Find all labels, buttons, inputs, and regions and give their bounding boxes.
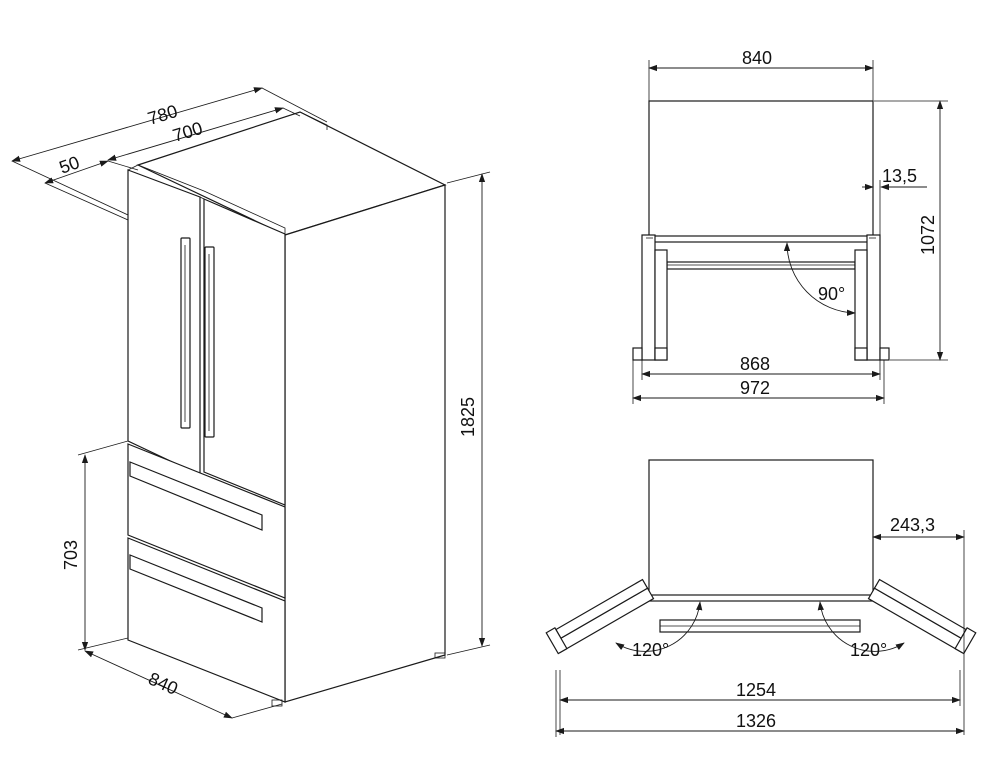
- dim-height-drawers: 703: [61, 540, 81, 570]
- dim-outer-width-120: 1326: [736, 711, 776, 731]
- perspective-view: 780 700 50 1825 703 840: [11, 87, 491, 719]
- dim-depth-open: 1072: [918, 215, 938, 255]
- dim-inner-width-90: 868: [740, 354, 770, 374]
- angle-120-left: 120°: [632, 640, 669, 660]
- cabinet-top-120: [648, 459, 874, 601]
- dim-width-top: 840: [742, 48, 772, 68]
- left-door-open-90: [641, 234, 656, 361]
- top-view-120: 120° 120° 243,3 1254 1326: [545, 459, 977, 737]
- angle-120-right: 120°: [850, 640, 887, 660]
- right-door-open-90: [866, 234, 881, 361]
- dim-depth-cabinet: 700: [170, 118, 205, 146]
- dim-depth-door: 50: [57, 152, 83, 178]
- dim-inner-width-120: 1254: [736, 680, 776, 700]
- upper-drawer-handle: [129, 461, 263, 531]
- fridge-right-door: [203, 198, 286, 506]
- dim-side-offset-120: 243,3: [890, 515, 935, 535]
- fridge-right-side: [284, 184, 446, 703]
- dim-outer-width-90: 972: [740, 378, 770, 398]
- dim-height-total: 1825: [458, 397, 478, 437]
- dim-side-offset: 13,5: [882, 166, 917, 186]
- dim-width-perspective: 840: [145, 668, 181, 698]
- right-door-handle: [204, 246, 215, 438]
- angle-90: 90°: [818, 284, 845, 304]
- lower-drawer-handle: [129, 554, 263, 623]
- top-view-90: 90° 840 13,5 1072 868 972: [632, 48, 948, 404]
- cabinet-top-90: [648, 100, 874, 242]
- left-door-handle: [180, 237, 191, 429]
